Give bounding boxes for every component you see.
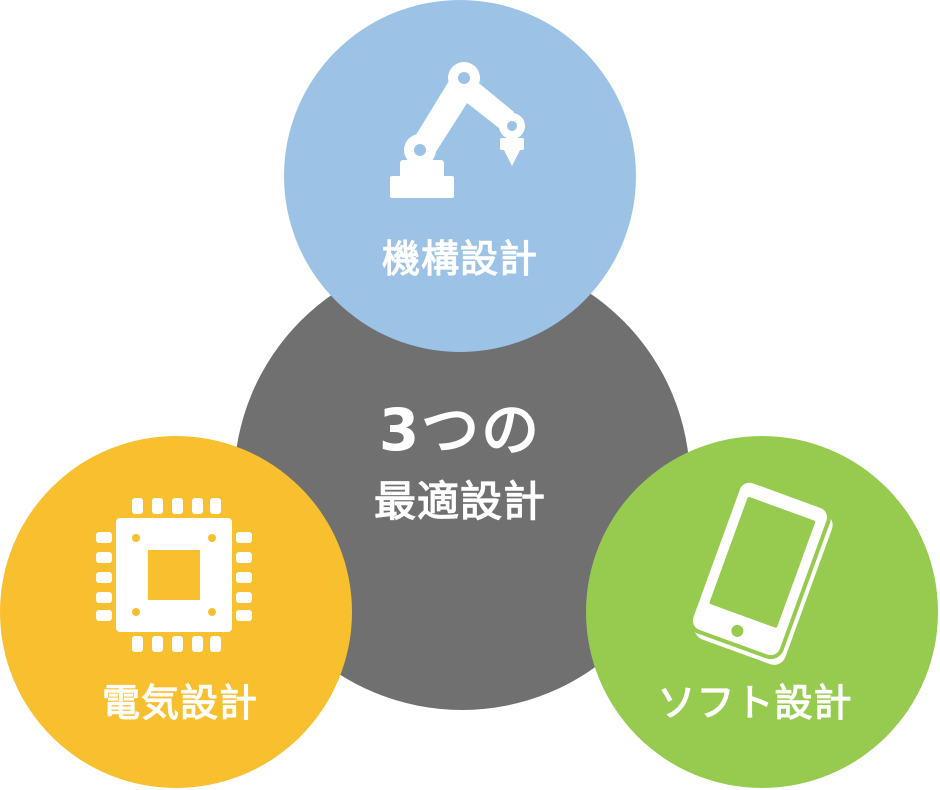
electrical-design-label: 電気設計 xyxy=(101,681,258,725)
smartphone-icon xyxy=(688,478,833,665)
center-title: 3つの xyxy=(378,396,542,464)
software-design-label: ソフト設計 xyxy=(657,681,853,725)
center-subtitle: 最適設計 xyxy=(373,477,546,526)
mechanical-design-label: 機構設計 xyxy=(381,237,538,281)
mechanical-circle xyxy=(284,0,636,352)
robot-arm-icon xyxy=(390,62,525,198)
microchip-icon xyxy=(96,498,252,652)
